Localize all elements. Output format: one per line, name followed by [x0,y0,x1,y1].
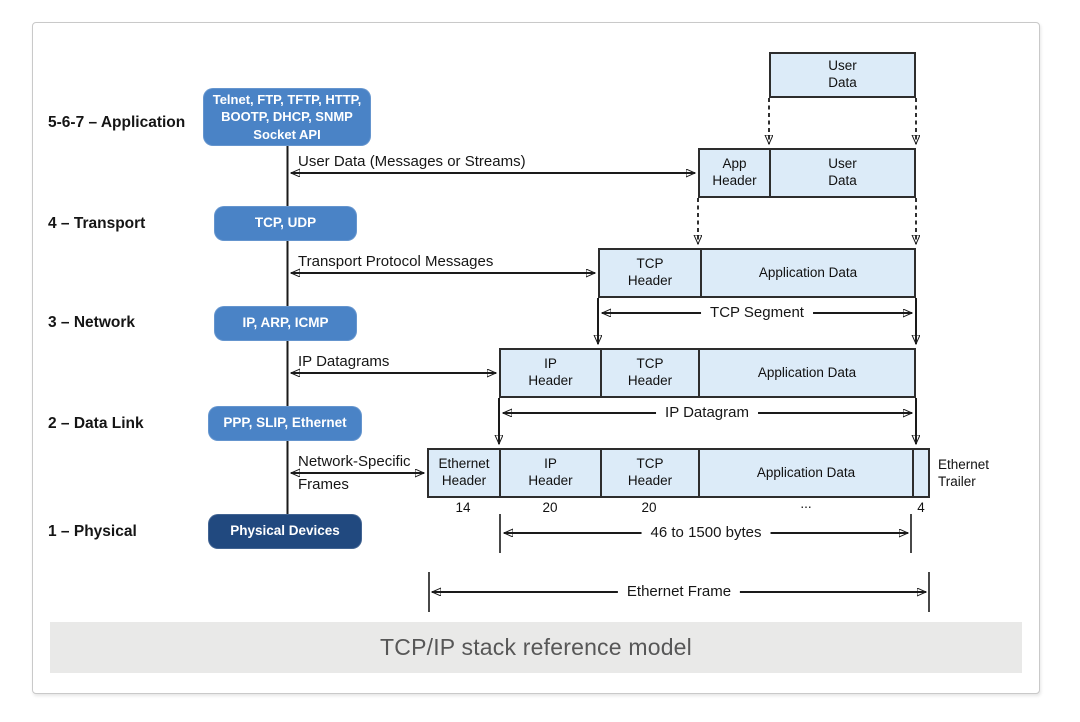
layer-label-application: 5-6-7 – Application [48,114,186,131]
layer-label-transport: 4 – Transport [48,215,146,232]
size-ip-header: 20 [542,500,558,515]
cell-application-data: Application Data [698,450,912,496]
cell-app-header: App Header [712,156,757,188]
cell-tcp-header: TCP Header [600,450,698,496]
flow-label-network-frames: Network-Specific Frames [298,453,411,493]
flow-label-ip-datagrams: IP Datagrams [298,353,390,370]
protocol-box-physical: Physical Devices [208,514,362,549]
span-label-ethernet-frame: Ethernet Frame [617,583,741,600]
cell-application-data: Application Data [700,250,914,296]
encap-row-ethernet: Ethernet Header IP Header TCP Header App… [427,448,930,498]
encap-row-ip: IP Header TCP Header Application Data [499,348,916,398]
encap-row-user-data: User Data [769,52,916,98]
layer-label-datalink: 2 – Data Link [48,415,144,432]
flow-arrows [291,173,695,473]
cell-ethernet-trailer-slice [912,450,928,496]
protocol-box-application: Telnet, FTP, TFTP, HTTP, BOOTP, DHCP, SN… [203,88,371,146]
cell-user-data: User Data [769,150,914,196]
flow-label-transport-messages: Transport Protocol Messages [298,253,494,270]
cell-ip-header: IP Header [528,356,573,388]
cell-ethernet-header: Ethernet Header [438,456,490,488]
span-label-ip-datagram: IP Datagram [656,404,758,421]
size-ethernet-trailer: 4 [917,500,925,515]
cell-tcp-header: TCP Header [600,350,698,396]
size-ethernet-header: 14 [455,500,471,515]
span-label-payload-bytes: 46 to 1500 bytes [641,524,771,541]
encap-row-tcp: TCP Header Application Data [598,248,916,298]
layer-label-physical: 1 – Physical [48,523,137,540]
encap-row-app: App Header User Data [698,148,916,198]
cell-tcp-header: TCP Header [627,256,673,288]
protocol-box-datalink: PPP, SLIP, Ethernet [208,406,362,441]
flow-label-user-data: User Data (Messages or Streams) [298,153,526,170]
protocol-box-transport: TCP, UDP [214,206,357,241]
cell-application-data: Application Data [698,350,914,396]
cell-user-data: User Data [828,58,857,90]
size-application-data: ... [800,496,812,511]
ethernet-trailer-label: Ethernet Trailer [938,457,990,489]
caption-bar: TCP/IP stack reference model [50,622,1022,673]
protocol-box-network: IP, ARP, ICMP [214,306,357,341]
layer-label-network: 3 – Network [48,314,136,331]
size-tcp-header: 20 [641,500,657,515]
cell-ip-header: IP Header [499,450,600,496]
span-label-tcp-segment: TCP Segment [701,304,813,321]
caption-text: TCP/IP stack reference model [380,634,692,660]
encapsulation-connectors [499,98,916,444]
